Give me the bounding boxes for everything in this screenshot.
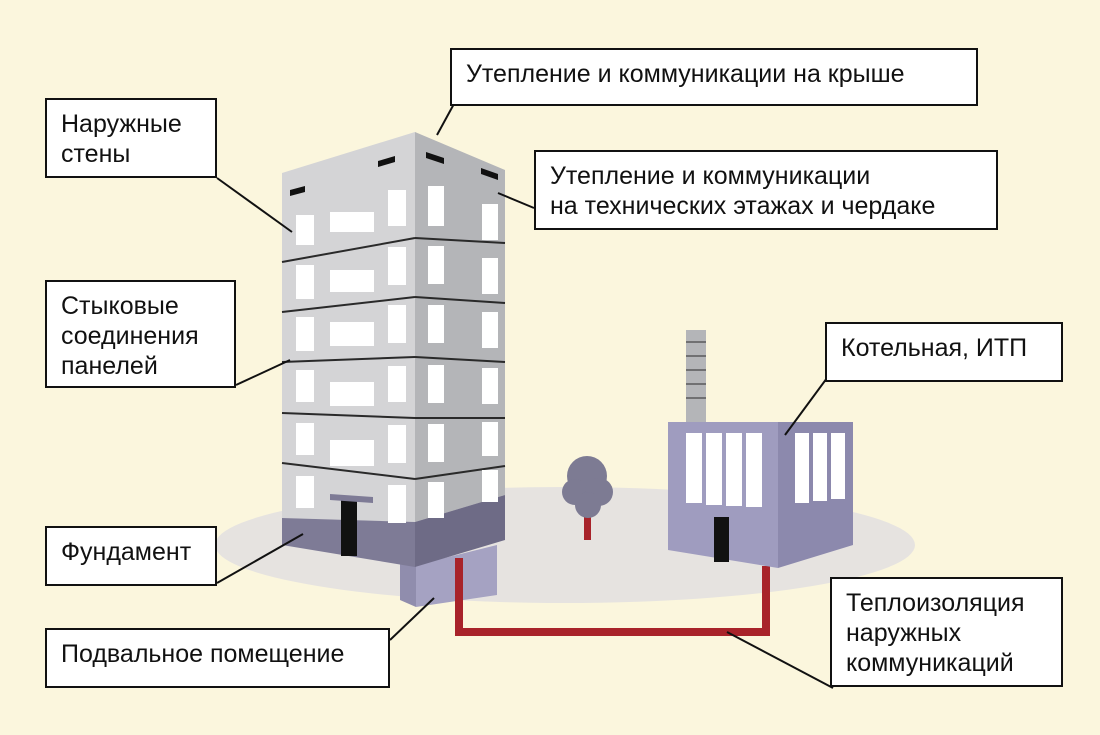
label-external-pipes-insulation: Теплоизоляция наружных коммуникаций	[830, 577, 1063, 687]
label-outer-walls: Наружные стены	[45, 98, 217, 178]
label-foundation: Фундамент	[45, 526, 217, 586]
label-roof-insulation: Утепление и коммуникации на крыше	[450, 48, 978, 106]
tree-icon	[562, 456, 613, 540]
leader-lines	[216, 101, 834, 689]
multistorey-building-icon	[281, 132, 506, 567]
label-boiler-house: Котельная, ИТП	[825, 322, 1063, 382]
chimney-icon	[686, 330, 706, 422]
boiler-house-icon	[668, 330, 853, 568]
entrance-door	[341, 500, 357, 556]
boiler-door	[714, 517, 729, 562]
label-basement: Подвальное помещение	[45, 628, 390, 688]
label-tech-floors-insulation: Утепление и коммуникации на технических …	[534, 150, 998, 230]
label-panel-joints: Стыковые соединения панелей	[45, 280, 236, 388]
heat-pipe-icon	[455, 558, 770, 636]
